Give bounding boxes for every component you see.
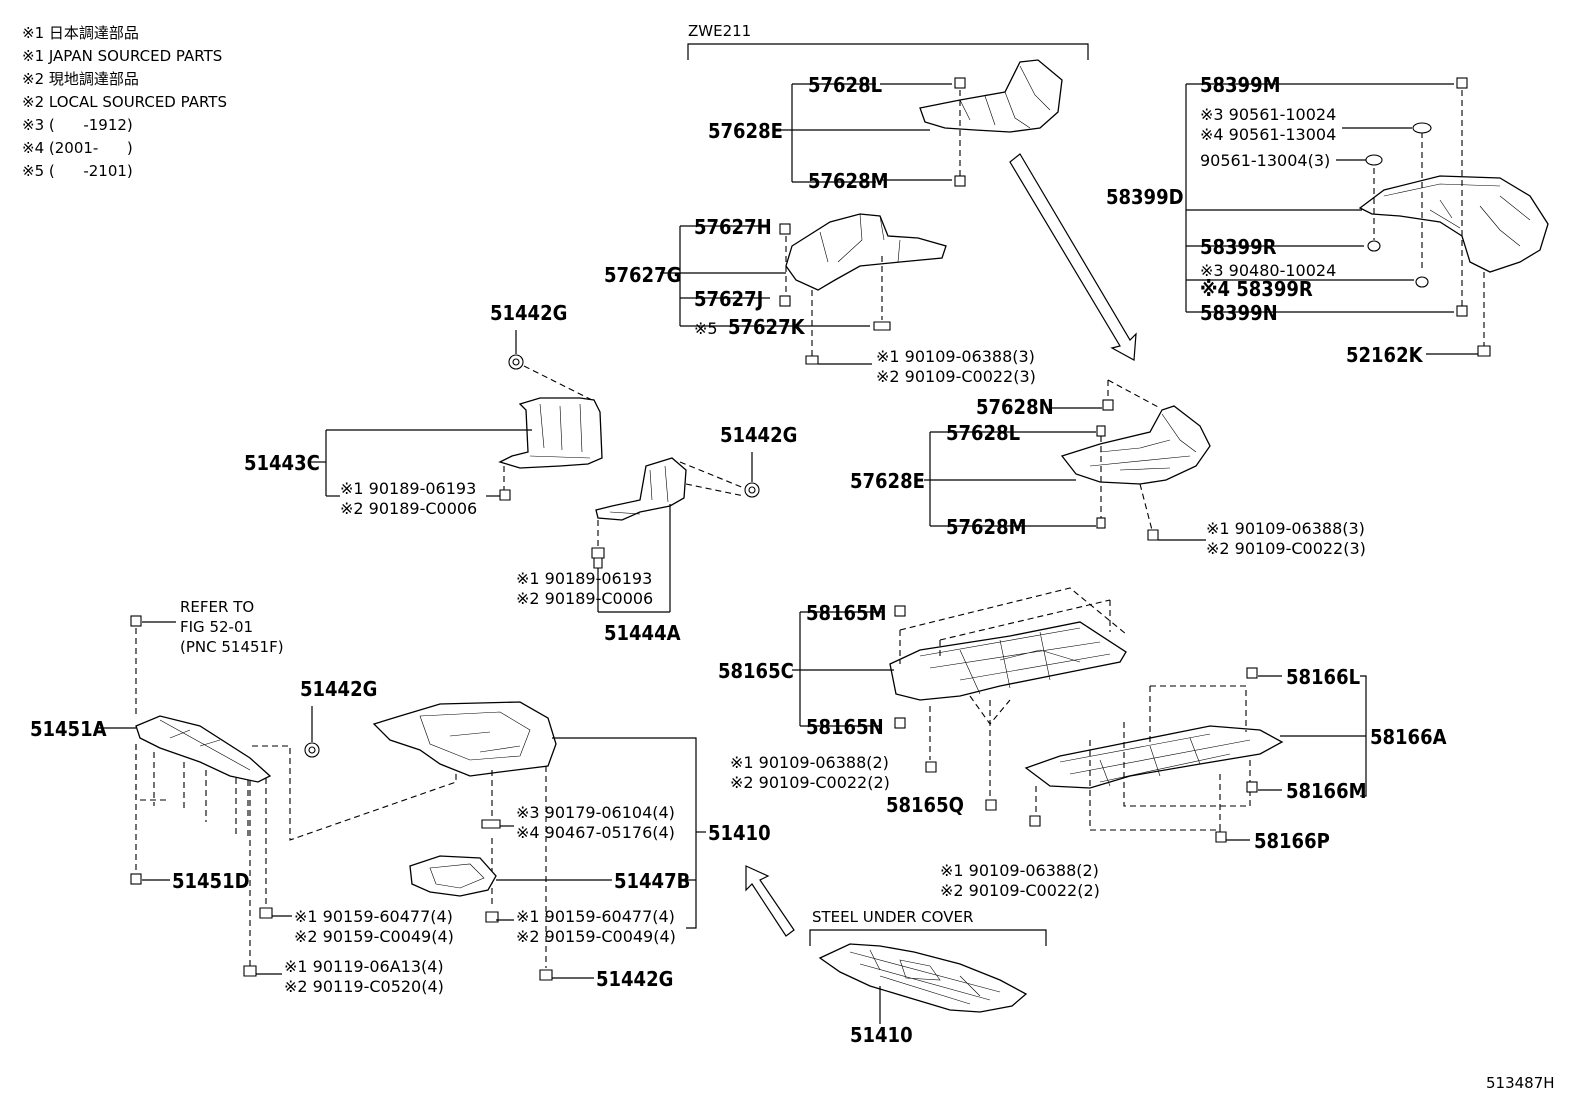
label-51442G-c: 51442G <box>300 677 377 701</box>
label-58165Q: 58165Q <box>886 793 964 817</box>
label-57628E-mid: 57628E <box>850 469 925 493</box>
label-51410-a: 51410 <box>708 821 771 845</box>
label-52162K: 52162K <box>1346 343 1424 367</box>
label-57627G: 57627G <box>604 263 681 287</box>
note-line: ※2 LOCAL SOURCED PARTS <box>22 93 227 111</box>
label-90189-1b: ※1 90189-06193 <box>516 569 652 588</box>
part-51443C-shape <box>498 397 603 469</box>
label-90159-2b: ※2 90159-C0049(4) <box>516 927 676 946</box>
label-90480-3: ※3 90480-10024 <box>1200 261 1336 280</box>
label-58399D: 58399D <box>1106 185 1184 209</box>
label-57627K: 57627K <box>728 315 806 339</box>
label-90179-3: ※3 90179-06104(4) <box>516 803 675 822</box>
label-51442G-b: 51442G <box>720 423 797 447</box>
part-51444A-shape <box>595 457 687 521</box>
refer-to-line3: (PNC 51451F) <box>180 638 284 656</box>
label-58399M: 58399M <box>1200 73 1281 97</box>
label-51442G-d: 51442G <box>596 967 673 991</box>
label-58166P: 58166P <box>1254 829 1330 853</box>
label-57627J: 57627J <box>694 287 763 311</box>
label-57628M-top: 57628M <box>808 169 889 193</box>
part-57628E-lower-shape <box>1060 405 1211 485</box>
steel-cover-arrow <box>745 865 795 937</box>
note-line: ※4 (2001- ) <box>22 139 133 157</box>
part-57627G-shape <box>785 213 947 291</box>
label-58165C: 58165C <box>718 659 794 683</box>
label-51410-b: 51410 <box>850 1023 913 1047</box>
label-58166M: 58166M <box>1286 779 1367 803</box>
note-line: ※1 JAPAN SOURCED PARTS <box>22 47 223 65</box>
diagram-id: 513487H <box>1486 1074 1555 1092</box>
label-90159-2a: ※2 90159-C0049(4) <box>294 927 454 946</box>
part-58165C-shape <box>889 621 1127 701</box>
label-90109-1d: ※1 90109-06388(2) <box>940 861 1099 880</box>
note-line: ※1 日本調達部品 <box>22 24 139 42</box>
refer-to-line1: REFER TO <box>180 598 254 616</box>
part-51447B-shape <box>409 855 497 897</box>
part-57628E-upper-shape <box>919 59 1063 133</box>
label-51451A: 51451A <box>30 717 107 741</box>
label-57628N: 57628N <box>976 395 1054 419</box>
note-line: ※2 現地調達部品 <box>22 70 139 88</box>
direction-arrow <box>1009 153 1137 361</box>
steel-under-cover-label: STEEL UNDER COVER <box>812 908 973 926</box>
label-90189-2a: ※2 90189-C0006 <box>340 499 477 518</box>
label-58165N: 58165N <box>806 715 884 739</box>
label-90189-2b: ※2 90189-C0006 <box>516 589 653 608</box>
label-58399R: 58399R <box>1200 235 1277 259</box>
label-57628L-mid: 57628L <box>946 421 1020 445</box>
label-57628E-top: 57628E <box>708 119 783 143</box>
steel-cover-bracket <box>809 929 1047 946</box>
label-51451D: 51451D <box>172 869 250 893</box>
label-90561-x3: 90561-13004(3) <box>1200 151 1330 170</box>
label-90561-4: ※4 90561-13004 <box>1200 125 1336 144</box>
part-51451A-shape <box>135 715 272 783</box>
zwe211-bracket <box>687 43 1089 60</box>
label-90159-1b: ※1 90159-60477(4) <box>516 907 675 926</box>
label-57627H: 57627H <box>694 215 772 239</box>
label-90159-1a: ※1 90159-60477(4) <box>294 907 453 926</box>
part-51410-shape <box>372 701 557 777</box>
label-90467-4: ※4 90467-05176(4) <box>516 823 675 842</box>
label-58165M: 58165M <box>806 601 887 625</box>
label-57628M-mid: 57628M <box>946 515 1027 539</box>
label-90561-3: ※3 90561-10024 <box>1200 105 1336 124</box>
source-notes: ※1 日本調達部品 ※1 JAPAN SOURCED PARTS ※2 現地調達… <box>22 22 227 183</box>
label-58166A: 58166A <box>1370 725 1447 749</box>
label-51447B: 51447B <box>614 869 690 893</box>
refer-to-line2: FIG 52-01 <box>180 618 253 636</box>
label-90189-1a: ※1 90189-06193 <box>340 479 476 498</box>
note-line: ※5 ( -2101) <box>22 162 133 180</box>
label-90109-2d: ※2 90109-C0022(2) <box>940 881 1100 900</box>
note-line: ※3 ( -1912) <box>22 116 133 134</box>
label-90109-1c: ※1 90109-06388(2) <box>730 753 889 772</box>
label-90109-2a: ※2 90109-C0022(3) <box>876 367 1036 386</box>
label-90109-2c: ※2 90109-C0022(2) <box>730 773 890 792</box>
part-58166A-shape <box>1024 725 1284 789</box>
label-58166L: 58166L <box>1286 665 1360 689</box>
label-51443C: 51443C <box>244 451 320 475</box>
label-90109-1a: ※1 90109-06388(3) <box>876 347 1035 366</box>
label-90119-2: ※2 90119-C0520(4) <box>284 977 444 996</box>
zwe211-label: ZWE211 <box>688 22 751 40</box>
label-51444A: 51444A <box>604 621 681 645</box>
label-90119-1: ※1 90119-06A13(4) <box>284 957 444 976</box>
note-57627K: ※5 <box>694 319 718 338</box>
part-51410-steel-shape <box>818 943 1028 1013</box>
label-90109-1b: ※1 90109-06388(3) <box>1206 519 1365 538</box>
label-57628L-top: 57628L <box>808 73 882 97</box>
label-90109-2b: ※2 90109-C0022(3) <box>1206 539 1366 558</box>
label-58399N: 58399N <box>1200 301 1278 325</box>
label-51442G-a: 51442G <box>490 301 567 325</box>
label-58399R-4: ※4 58399R <box>1200 277 1313 301</box>
part-58399D-shape <box>1358 175 1549 273</box>
